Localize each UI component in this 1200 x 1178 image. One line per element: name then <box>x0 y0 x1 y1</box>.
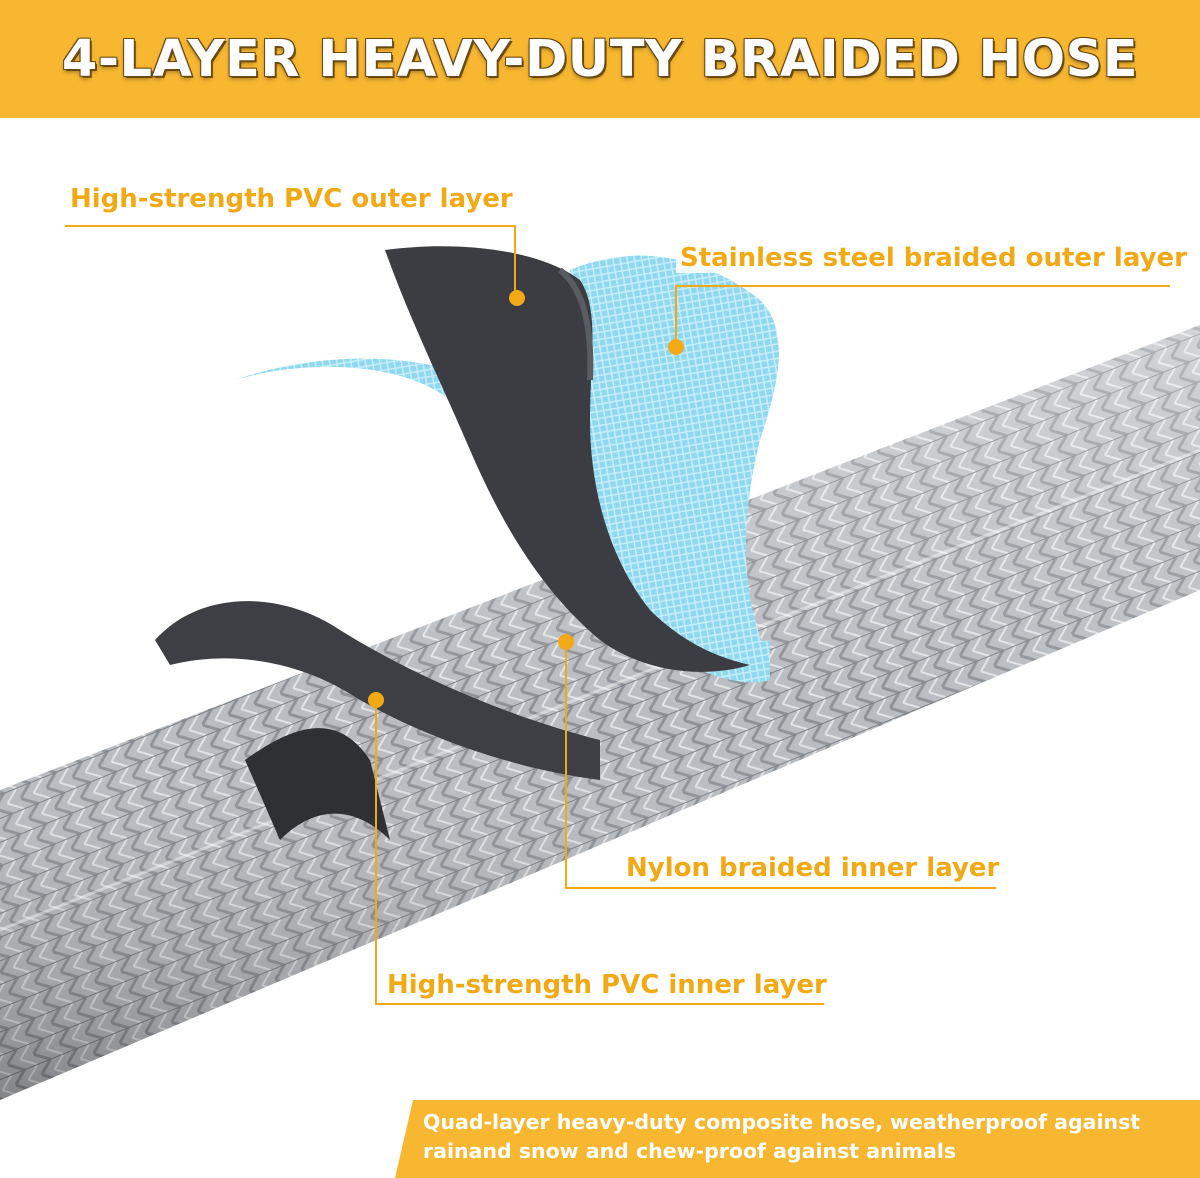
callout-nylon-inner-layer: Nylon braided inner layer <box>622 853 1004 883</box>
pvc-outer-edge <box>558 267 594 381</box>
page-title: 4-LAYER HEAVY-DUTY BRAIDED HOSE <box>61 29 1139 89</box>
pvc-outer-layer-shape <box>385 246 750 672</box>
pvc-inner-arc <box>155 601 600 780</box>
callout-lines <box>65 225 1170 1005</box>
callout-dots <box>368 290 684 708</box>
callout-steel-outer-layer: Stainless steel braided outer layer <box>676 243 1191 273</box>
braided-hose <box>0 325 1200 1100</box>
callout-pvc-outer-layer: High-strength PVC outer layer <box>66 184 517 214</box>
hose-illustration <box>0 225 1200 1100</box>
footer-caption-box: Quad-layer heavy-duty composite hose, we… <box>395 1100 1200 1178</box>
callout-pvc-inner-layer: High-strength PVC inner layer <box>383 970 831 1000</box>
steel-mesh-shape <box>566 255 779 661</box>
pvc-inner-layer-shape <box>245 728 390 840</box>
footer-caption: Quad-layer heavy-duty composite hose, we… <box>423 1110 1141 1163</box>
title-banner: 4-LAYER HEAVY-DUTY BRAIDED HOSE <box>0 0 1200 118</box>
